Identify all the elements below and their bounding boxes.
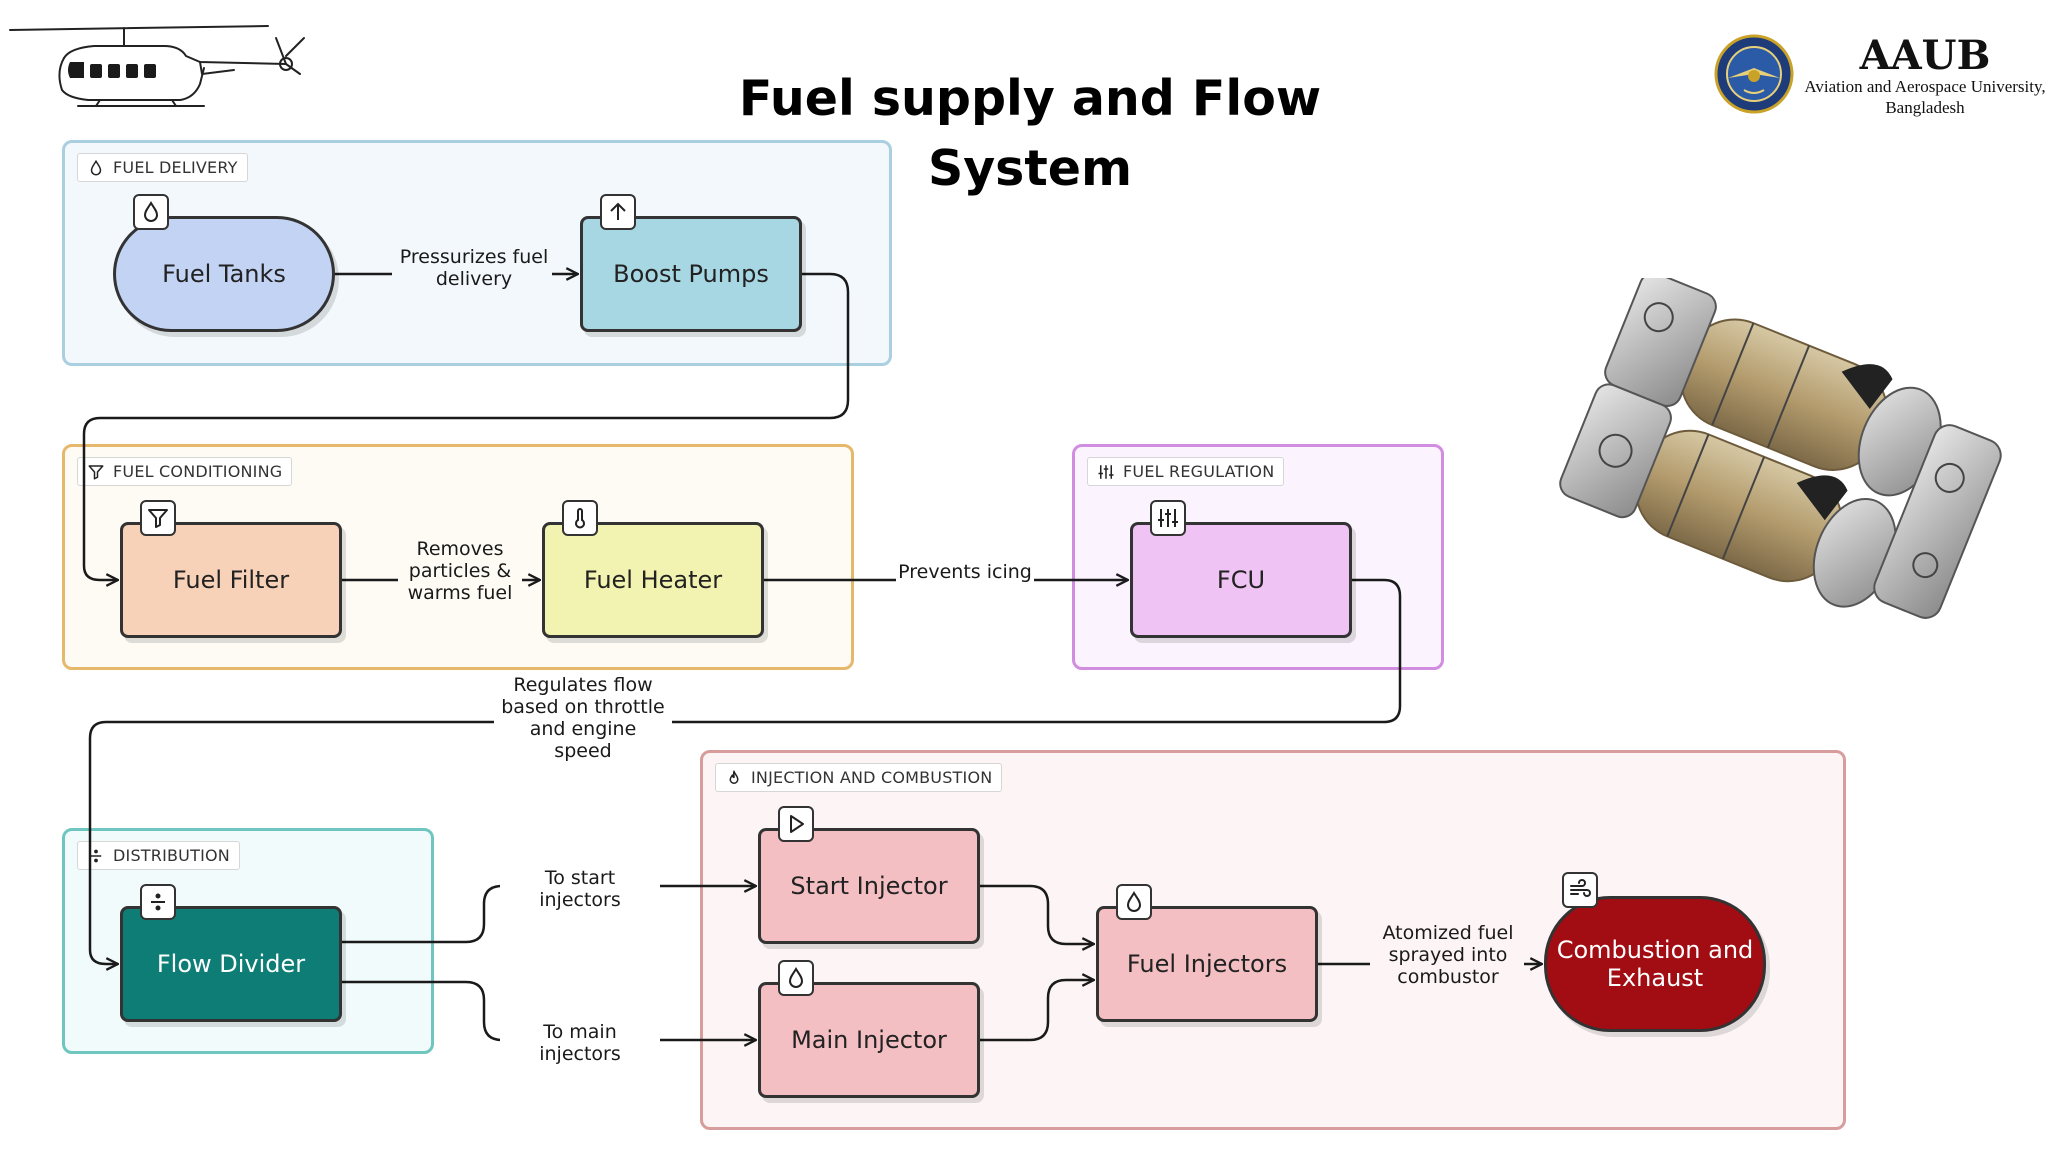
edge-label-line: To start injectors (539, 867, 621, 911)
edge-label-line: combustor (1397, 966, 1499, 988)
edge-label-pressurizes: Pressurizes fuel delivery (396, 246, 552, 290)
node-label: Boost Pumps (613, 260, 769, 288)
group-tag-fuel-regulation: FUEL REGULATION (1087, 457, 1285, 486)
edge-label-to-start-injectors: To start injectors (500, 867, 660, 911)
node-fcu[interactable]: FCU (1130, 522, 1352, 638)
page-title: Fuel supply and Flow System (738, 70, 1322, 197)
node-combustion-exhaust[interactable]: Combustion and Exhaust (1544, 896, 1766, 1032)
edge-start-to-injectors (980, 884, 1094, 944)
divide-icon (90, 849, 102, 862)
group-label: INJECTION AND COMBUSTION (751, 768, 993, 787)
edge-label-atomized: Atomized fuel sprayed into combustor (1372, 922, 1524, 988)
edge-label-line: delivery (435, 268, 513, 290)
node-label: Start Injector (790, 872, 948, 900)
node-fuel-filter[interactable]: Fuel Filter (120, 522, 342, 638)
edge-boost-to-filter (82, 272, 850, 580)
node-fuel-heater[interactable]: Fuel Heater (542, 522, 764, 638)
edge-label-line: based on throttle (501, 696, 665, 718)
node-fuel-tanks[interactable]: Fuel Tanks (113, 216, 335, 332)
play-icon (778, 806, 814, 842)
university-seal (1714, 34, 1794, 114)
node-label-line2: Exhaust (1606, 964, 1704, 992)
divide-icon (140, 884, 176, 920)
group-label: FUEL CONDITIONING (113, 462, 283, 481)
institution-name-line2: Bangladesh (1885, 98, 1965, 117)
edge-label-line: and engine (529, 718, 637, 740)
university-logo: AAUB Aviation and Aerospace University, … (1714, 34, 2048, 124)
edge-label-line: sprayed into (1388, 944, 1508, 966)
edge-label-regulates: Regulates flow based on throttle and eng… (494, 674, 672, 762)
node-fuel-injectors[interactable]: Fuel Injectors (1096, 906, 1318, 1022)
droplet-icon (133, 194, 169, 230)
node-label: FCU (1216, 566, 1266, 594)
sliders-icon (1150, 500, 1186, 536)
flame-icon (729, 770, 739, 784)
edge-label-to-main-injectors: To main injectors (500, 1021, 660, 1065)
edge-label-prevents-icing: Prevents icing (896, 561, 1034, 583)
institution-name-line1: Aviation and Aerospace University, (1804, 77, 2046, 96)
node-label-line1: Combustion and (1556, 936, 1754, 964)
edge-label-line: particles & (408, 560, 512, 582)
edge-label-line: Prevents icing (898, 561, 1032, 583)
group-tag-fuel-delivery: FUEL DELIVERY (77, 153, 248, 182)
group-label: FUEL DELIVERY (113, 158, 238, 177)
edge-main-to-injectors (980, 980, 1094, 1042)
droplet-icon (90, 159, 102, 175)
filter-icon (140, 500, 176, 536)
edge-fcu-to-divider (88, 578, 1402, 964)
group-tag-distribution: DISTRIBUTION (77, 841, 240, 870)
edge-divider-to-start (342, 886, 756, 944)
institution-acronym: AAUB (1859, 32, 1991, 79)
turboshaft-engine-photo (1559, 278, 2002, 619)
sliders-icon (1098, 464, 1114, 479)
edge-label-removes: Removes particles & warms fuel (398, 538, 522, 604)
node-boost-pumps[interactable]: Boost Pumps (580, 216, 802, 332)
group-tag-fuel-conditioning: FUEL CONDITIONING (77, 457, 293, 486)
helicopter-illustration (9, 25, 305, 107)
node-label: Flow Divider (156, 950, 306, 978)
wind-icon (1562, 872, 1598, 908)
edge-label-line: Removes (416, 538, 504, 560)
edge-divider-to-main (342, 980, 756, 1040)
edge-label-line: warms fuel (407, 582, 513, 604)
edge-label-line: Regulates flow (513, 674, 653, 696)
thermometer-icon (562, 500, 598, 536)
edge-label-line: Atomized fuel (1382, 922, 1514, 944)
group-label: DISTRIBUTION (113, 846, 230, 865)
node-label: Fuel Tanks (162, 260, 286, 288)
edge-label-line: To main injectors (539, 1021, 621, 1065)
droplet-icon (778, 960, 814, 996)
edge-label-line: Pressurizes fuel (399, 246, 549, 268)
node-flow-divider[interactable]: Flow Divider (120, 906, 342, 1022)
node-label: Main Injector (791, 1026, 947, 1054)
node-start-injector[interactable]: Start Injector (758, 828, 980, 944)
node-label: Fuel Heater (583, 566, 723, 594)
arrow-up-icon (600, 194, 636, 230)
group-label: FUEL REGULATION (1123, 462, 1275, 481)
edge-label-line: speed (554, 740, 612, 762)
node-label: Fuel Filter (172, 566, 290, 594)
filter-icon (88, 464, 104, 479)
node-main-injector[interactable]: Main Injector (758, 982, 980, 1098)
node-label: Fuel Injectors (1126, 950, 1288, 978)
institution-name: Aviation and Aerospace University, Bangl… (1798, 76, 2048, 118)
node-label: Combustion and Exhaust (1557, 936, 1754, 992)
droplet-icon (1116, 884, 1152, 920)
group-tag-injection-combustion: INJECTION AND COMBUSTION (715, 763, 1003, 792)
